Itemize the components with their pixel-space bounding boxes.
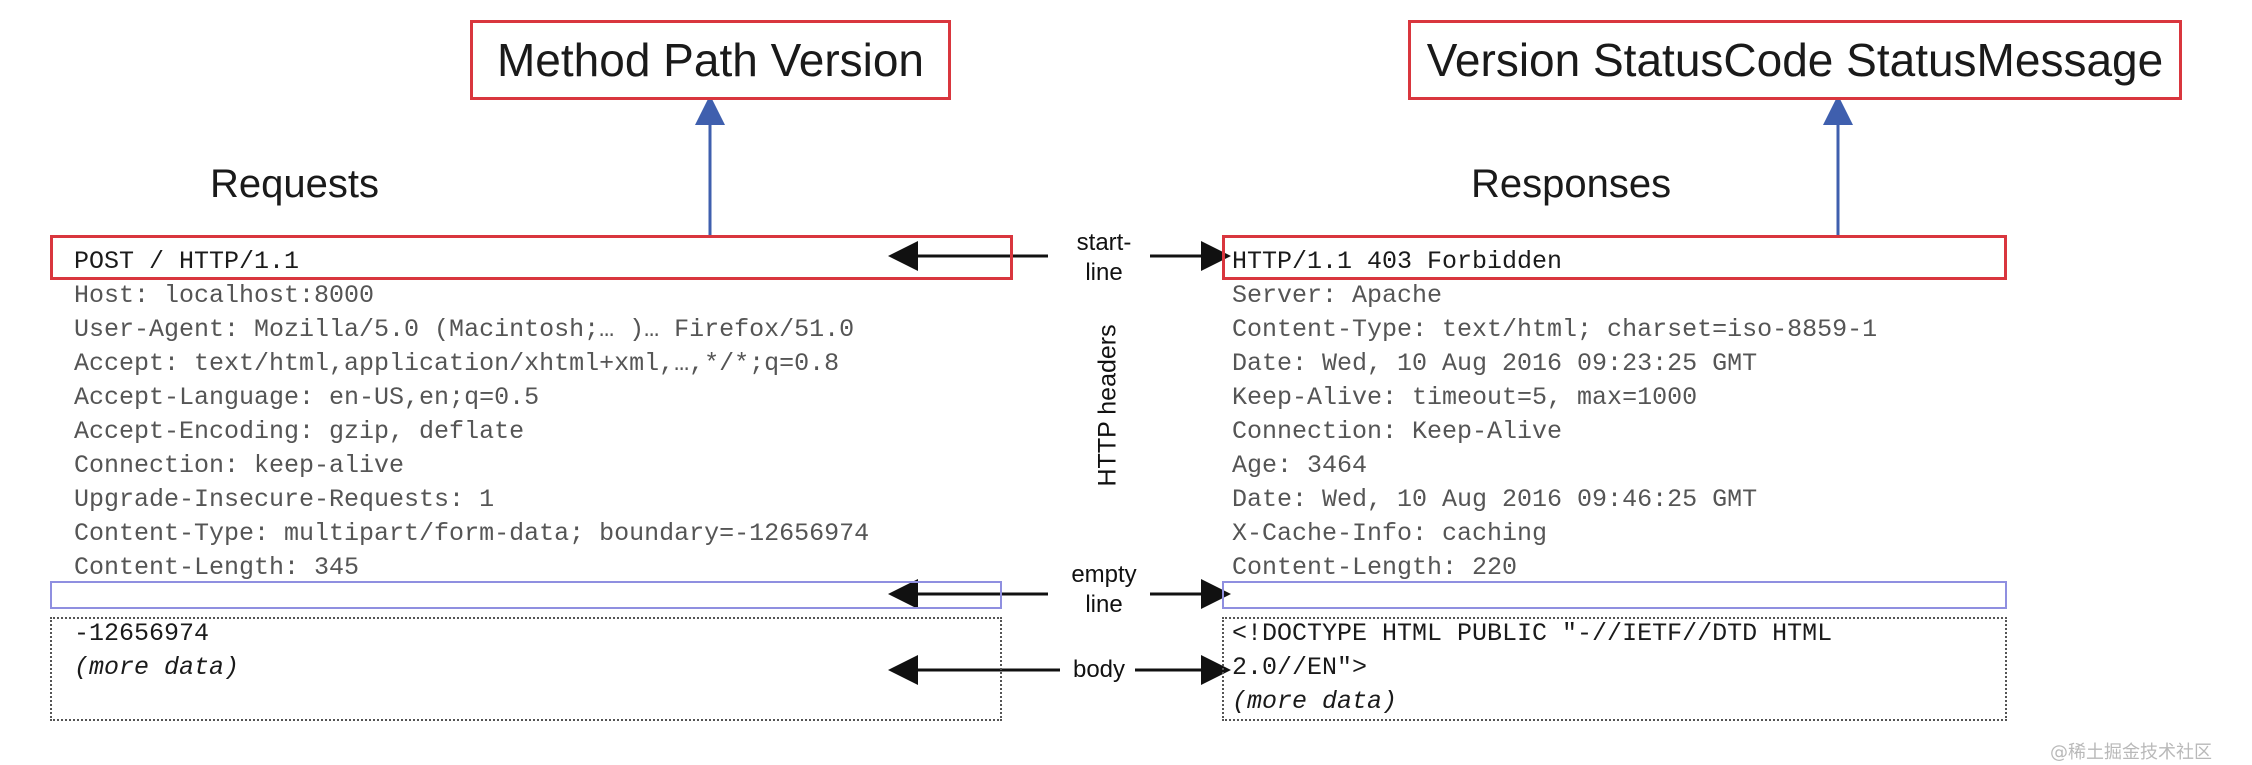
response-header-line: Server: Apache [1232,281,1443,310]
request-header-line: Accept-Language: en-US,en;q=0.5 [74,383,540,412]
request-empty-line-box [50,581,1002,609]
request-header-line: Accept: text/html,application/xhtml+xml,… [74,349,840,378]
response-header-line: Date: Wed, 10 Aug 2016 09:23:25 GMT [1232,349,1758,378]
requests-title: Requests [210,162,379,206]
response-start-line: HTTP/1.1 403 Forbidden [1232,247,1563,276]
response-start-line-box [1222,235,2007,280]
response-body-line: 2.0//EN"> [1232,653,1368,682]
empty-line-label-part2: line [1085,591,1123,618]
response-header-line: X-Cache-Info: caching [1232,519,1548,548]
request-start-line-box [50,235,1013,280]
request-start-line-format-text: Method Path Version [496,34,925,86]
response-body-line: <!DOCTYPE HTML PUBLIC "-//IETF//DTD HTML [1232,619,1833,648]
http-headers-label: HTTP headers [1093,324,1122,487]
body-label: body [1072,656,1126,683]
response-header-line: Connection: Keep-Alive [1232,417,1563,446]
response-body-line: (more data) [1232,687,1398,716]
request-start-line-format-callout: Method Path Version [470,20,951,100]
request-body-line: -12656974 [74,619,210,648]
start-line-label-part1: start- [1076,229,1132,256]
response-body-box [1222,617,2007,721]
start-line-label-part2: line [1085,259,1123,286]
request-header-line: Content-Type: multipart/form-data; bound… [74,519,870,548]
response-start-line-format-callout: Version StatusCode StatusMessage [1408,20,2182,100]
request-body-box [50,617,1002,721]
request-body-line: (more data) [74,653,240,682]
request-header-line: Upgrade-Insecure-Requests: 1 [74,485,495,514]
request-header-line: Host: localhost:8000 [74,281,375,310]
watermark: @稀土掘金技术社区 [2050,742,2212,763]
request-header-line: Accept-Encoding: gzip, deflate [74,417,525,446]
response-start-line-format-text: Version StatusCode StatusMessage [1426,34,2164,86]
request-header-line: Connection: keep-alive [74,451,405,480]
request-header-line: User-Agent: Mozilla/5.0 (Macintosh;… )… … [74,315,855,344]
response-header-line: Content-Type: text/html; charset=iso-885… [1232,315,1878,344]
empty-line-label-part1: empty [1071,561,1137,588]
response-header-line: Keep-Alive: timeout=5, max=1000 [1232,383,1698,412]
start-line-label: start- line [1062,228,1146,288]
request-header-line: Content-Length: 345 [74,553,360,582]
request-start-line: POST / HTTP/1.1 [74,247,300,276]
response-header-line: Content-Length: 220 [1232,553,1518,582]
response-header-line: Date: Wed, 10 Aug 2016 09:46:25 GMT [1232,485,1758,514]
responses-title: Responses [1471,162,1672,206]
response-header-line: Age: 3464 [1232,451,1368,480]
empty-line-label: empty line [1062,560,1146,620]
response-empty-line-box [1222,581,2007,609]
